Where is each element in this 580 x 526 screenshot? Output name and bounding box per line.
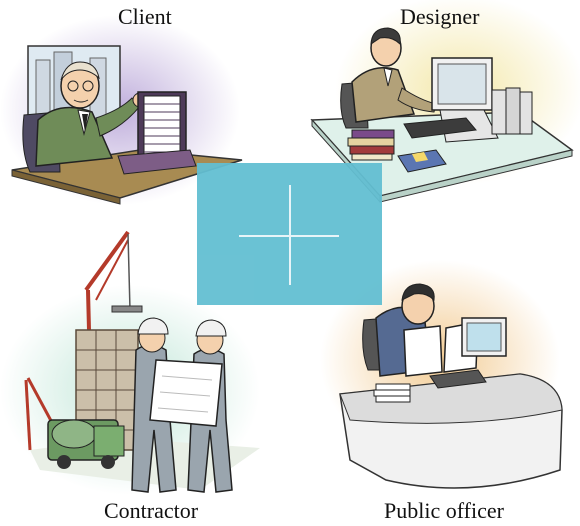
- public-officer-scene: [320, 260, 563, 489]
- public-officer-label: Public officer: [384, 498, 504, 523]
- plus-icon-vertical: [289, 185, 291, 285]
- contractor-label: Contractor: [104, 498, 199, 523]
- client-scene: [0, 15, 243, 205]
- contractor-scene: [0, 230, 260, 495]
- client-label: Client: [118, 4, 172, 29]
- center-square: [197, 163, 382, 305]
- designer-label: Designer: [400, 4, 480, 29]
- designer-scene: [310, 0, 580, 204]
